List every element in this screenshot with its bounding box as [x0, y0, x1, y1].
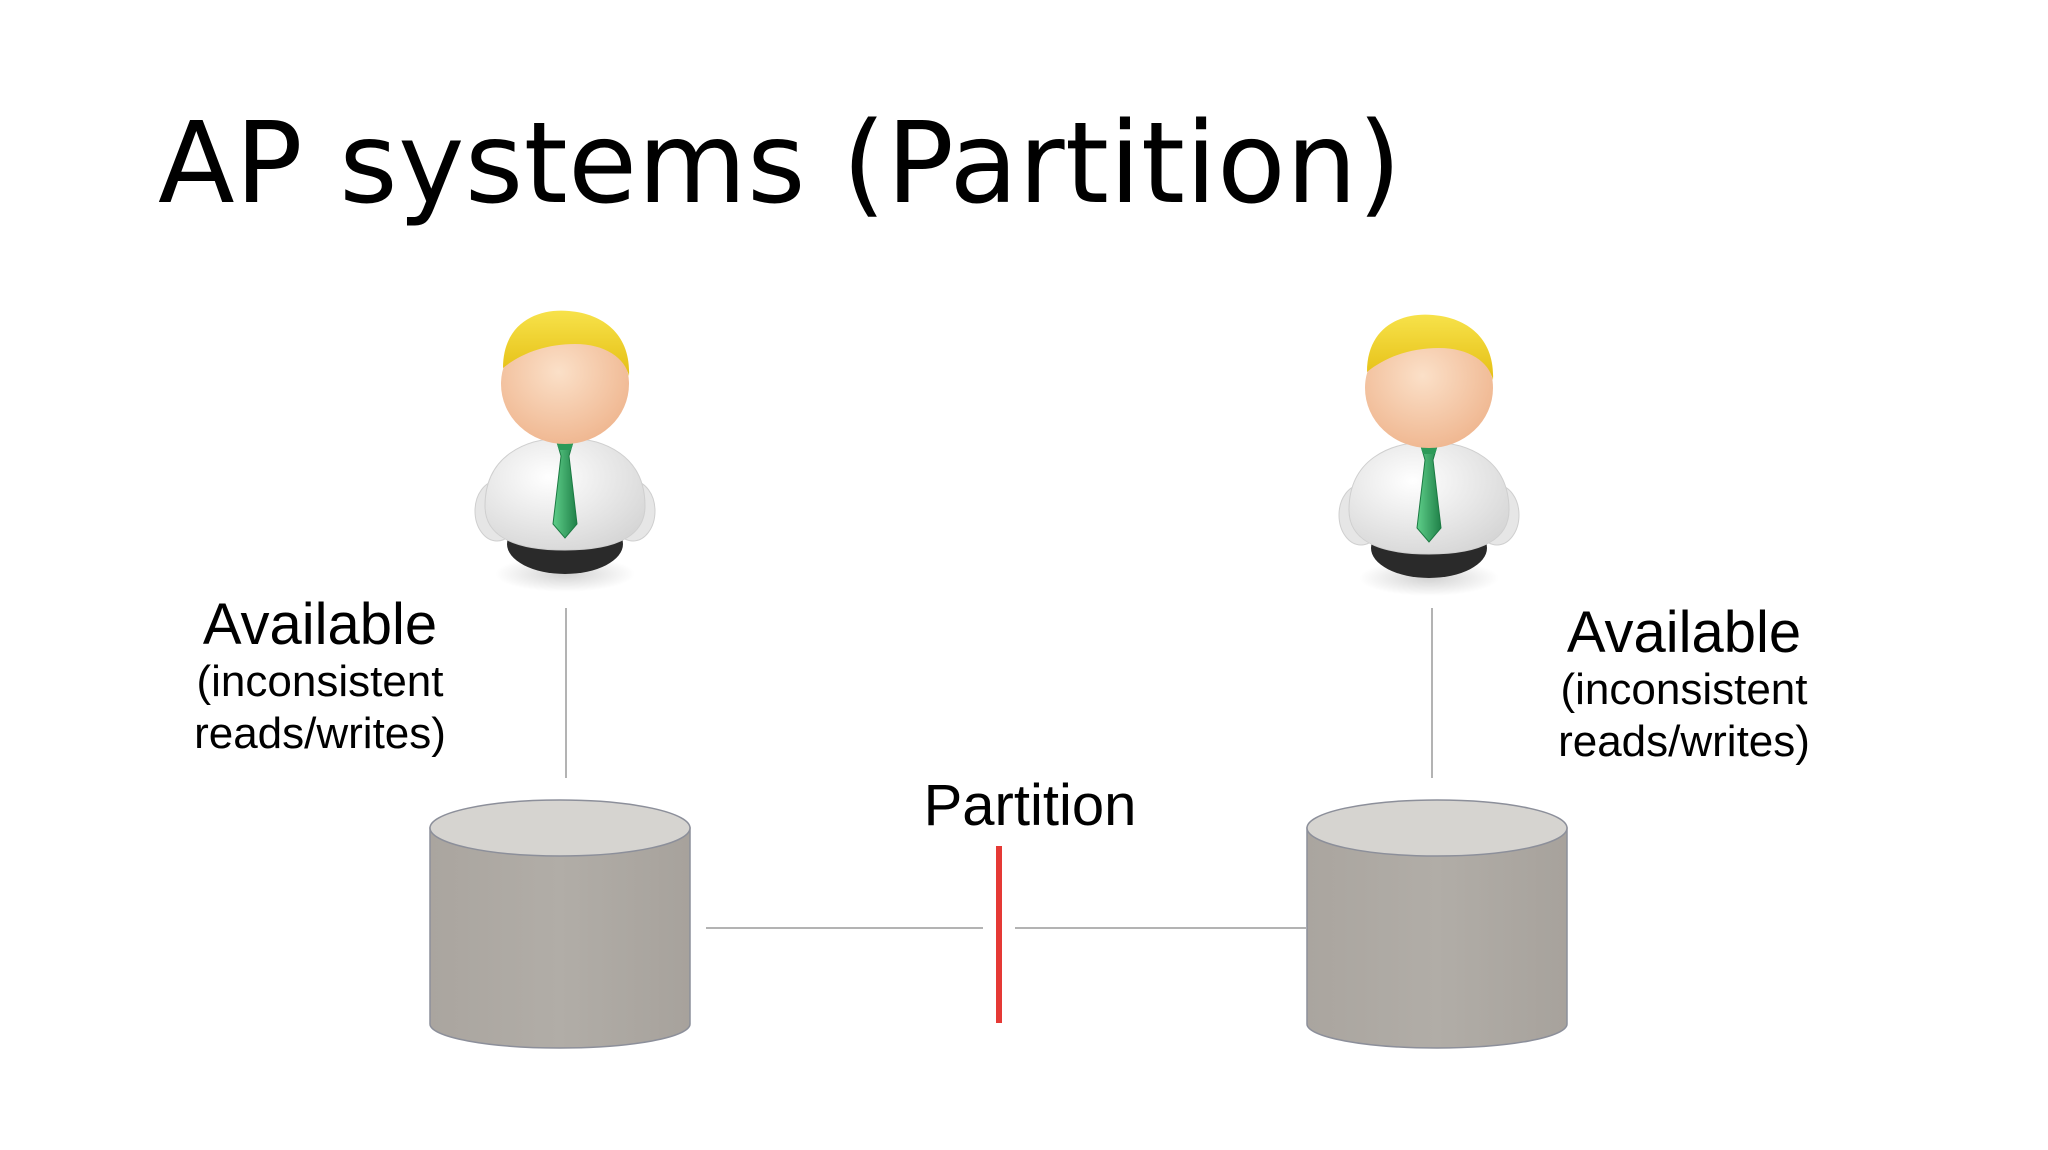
database-cylinder-icon [429, 799, 691, 1049]
availability-sublabel: reads/writes) [1558, 717, 1810, 766]
availability-sublabel: (inconsistent [1560, 665, 1808, 714]
availability-sublabel: (inconsistent [196, 657, 444, 706]
database-cylinder-icon [1306, 799, 1568, 1049]
partition-label: Partition [923, 773, 1137, 838]
left-node-label: Available (inconsistent reads/writes) [140, 594, 500, 760]
user-person-icon [474, 310, 656, 593]
page-title: AP systems (Partition) [158, 99, 1402, 229]
availability-sublabel: reads/writes) [194, 709, 446, 758]
availability-label: Available [202, 592, 438, 657]
user-person-icon [1338, 314, 1520, 597]
availability-label: Available [1566, 600, 1802, 665]
right-node-label: Available (inconsistent reads/writes) [1504, 602, 1864, 768]
